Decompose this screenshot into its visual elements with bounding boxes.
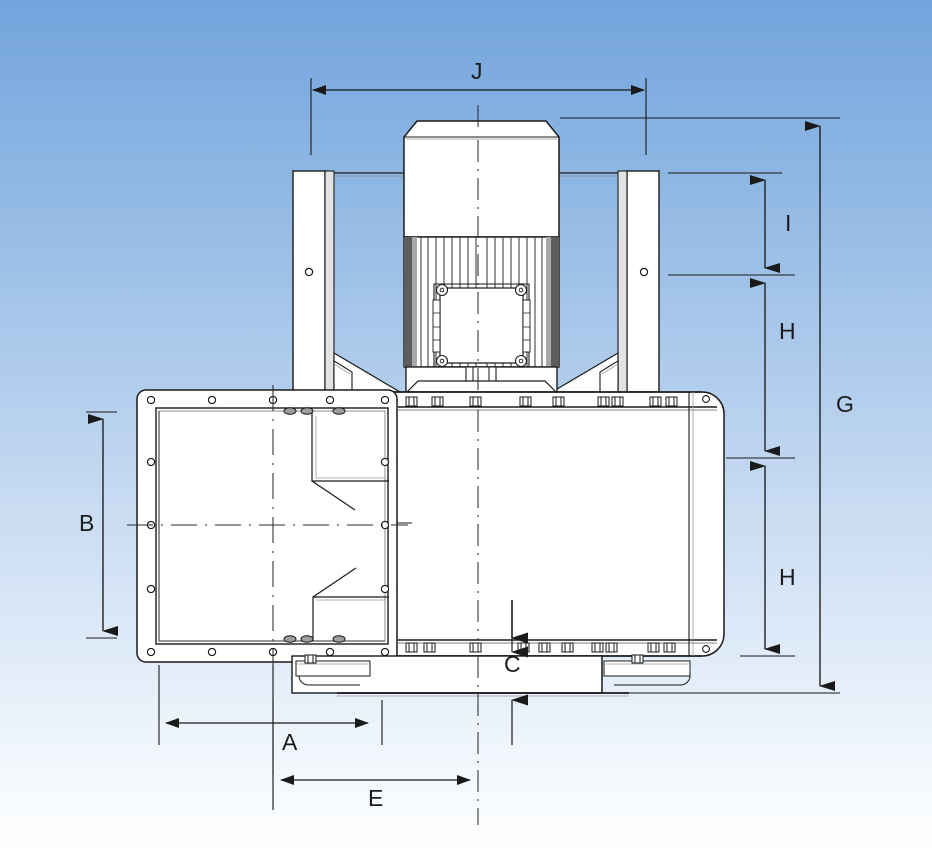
- machine-geometry: [127, 105, 725, 825]
- dimension-label-H-upper: H: [779, 318, 797, 344]
- inlet-flange: [133, 389, 398, 663]
- base-foot-right: [603, 654, 691, 686]
- dimension-lines: [86, 78, 840, 810]
- dimension-label-E: E: [368, 785, 384, 811]
- dimension-label-B: B: [79, 510, 95, 536]
- motor-support-frame: [292, 170, 660, 393]
- base-foot-left: [295, 654, 371, 686]
- dimension-B: [86, 411, 118, 639]
- base-plinth: [291, 654, 691, 697]
- dimension-label-G: G: [836, 391, 855, 417]
- casing-top-bolts: [405, 396, 678, 407]
- dimension-label-A: A: [282, 729, 298, 755]
- electric-motor: [403, 120, 560, 396]
- dimension-J: [310, 78, 647, 155]
- dimension-label-C: C: [504, 651, 522, 677]
- dimension-label-J: J: [471, 58, 483, 84]
- dimension-E: [272, 700, 471, 810]
- dimension-label-H-lower: H: [779, 564, 797, 590]
- dimension-witness-lines: [342, 117, 840, 694]
- dimension-label-I: I: [785, 210, 792, 236]
- fan-casing: [388, 391, 725, 657]
